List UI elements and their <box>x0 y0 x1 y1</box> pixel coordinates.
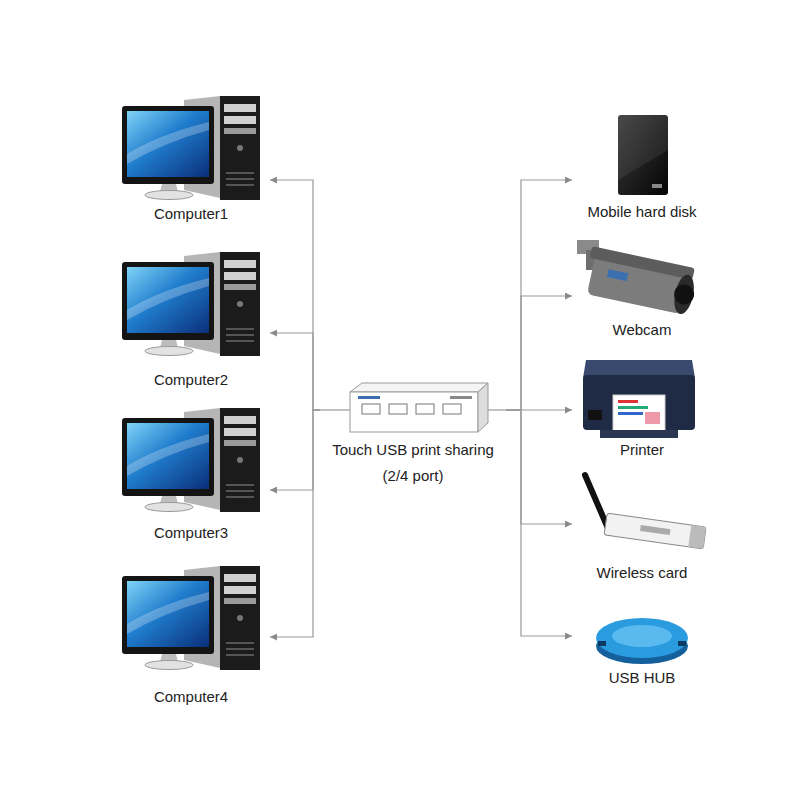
card-label <box>640 525 671 535</box>
webcam-illustration <box>577 240 700 316</box>
disk-body <box>618 115 668 195</box>
hub-face <box>612 625 672 647</box>
node-caption: Printer <box>572 440 712 460</box>
brand-mark <box>358 396 380 399</box>
usb-port <box>389 404 407 414</box>
wireless-card-illustration <box>585 475 706 549</box>
card-slot <box>588 410 602 420</box>
connector-arrow <box>506 410 572 524</box>
print-bar <box>618 412 643 415</box>
camera-shade <box>590 246 695 280</box>
device-node: Printer <box>572 352 712 464</box>
printer-illustration <box>583 360 695 438</box>
connector-arrow <box>270 333 320 410</box>
device-node: USB HUB <box>572 602 712 694</box>
camera-label <box>607 269 628 281</box>
computer-illustration <box>122 408 260 512</box>
usb-port <box>362 404 380 414</box>
device-node: Mobile hard disk <box>572 108 712 228</box>
node-caption: Touch USB print sharing (2/4 port) <box>320 437 506 489</box>
wire-stub <box>488 409 506 410</box>
print-bar <box>618 400 638 403</box>
usb-port <box>443 404 461 414</box>
switch-top <box>350 383 488 392</box>
print-photo <box>645 412 660 424</box>
computer-illustration <box>122 96 260 200</box>
connector-arrow <box>506 410 572 636</box>
card-plug <box>688 525 706 549</box>
node-caption: Computer2 <box>112 370 270 390</box>
connector-arrow <box>506 180 572 410</box>
switch-side <box>478 383 488 432</box>
node-caption: Computer1 <box>112 204 270 224</box>
node-caption: Computer3 <box>112 523 270 543</box>
camera-front <box>671 273 697 316</box>
hard-disk-illustration <box>618 115 668 195</box>
connector-arrow <box>270 180 320 410</box>
wire-stub <box>320 409 350 410</box>
computer-node: Computer4 <box>112 560 270 710</box>
hub-port <box>678 641 686 646</box>
node-caption: USB HUB <box>572 668 712 688</box>
switch-illustration <box>320 383 506 432</box>
hub-port <box>598 641 606 646</box>
node-caption: Computer4 <box>112 687 270 707</box>
device-node: Wireless card <box>572 466 712 588</box>
connector-arrow <box>506 296 572 410</box>
switch-front <box>350 392 478 432</box>
camera-lens <box>672 283 696 307</box>
card-body <box>604 513 706 549</box>
connector-arrow <box>506 409 572 410</box>
computer-illustration <box>122 566 260 670</box>
computer-illustration <box>122 252 260 356</box>
computer-node: Computer3 <box>112 402 270 545</box>
usb-port <box>416 404 434 414</box>
node-caption: Webcam <box>572 320 712 340</box>
print-bar <box>618 406 648 409</box>
node-caption: Wireless card <box>572 563 712 583</box>
computer-node: Computer1 <box>112 90 270 225</box>
disk-logo <box>652 184 662 188</box>
disk-gloss <box>618 115 668 180</box>
device-node: Webcam <box>572 236 712 344</box>
connector-arrow <box>270 410 320 637</box>
hub-top <box>596 618 688 658</box>
printer-tray <box>600 430 678 438</box>
switch-node: Touch USB print sharing (2/4 port) <box>320 380 506 488</box>
node-caption: Mobile hard disk <box>572 202 712 222</box>
computer-node: Computer2 <box>112 246 270 391</box>
usb-hub-illustration <box>596 618 688 664</box>
brand-mark <box>450 396 472 399</box>
connector-arrow <box>270 410 320 490</box>
